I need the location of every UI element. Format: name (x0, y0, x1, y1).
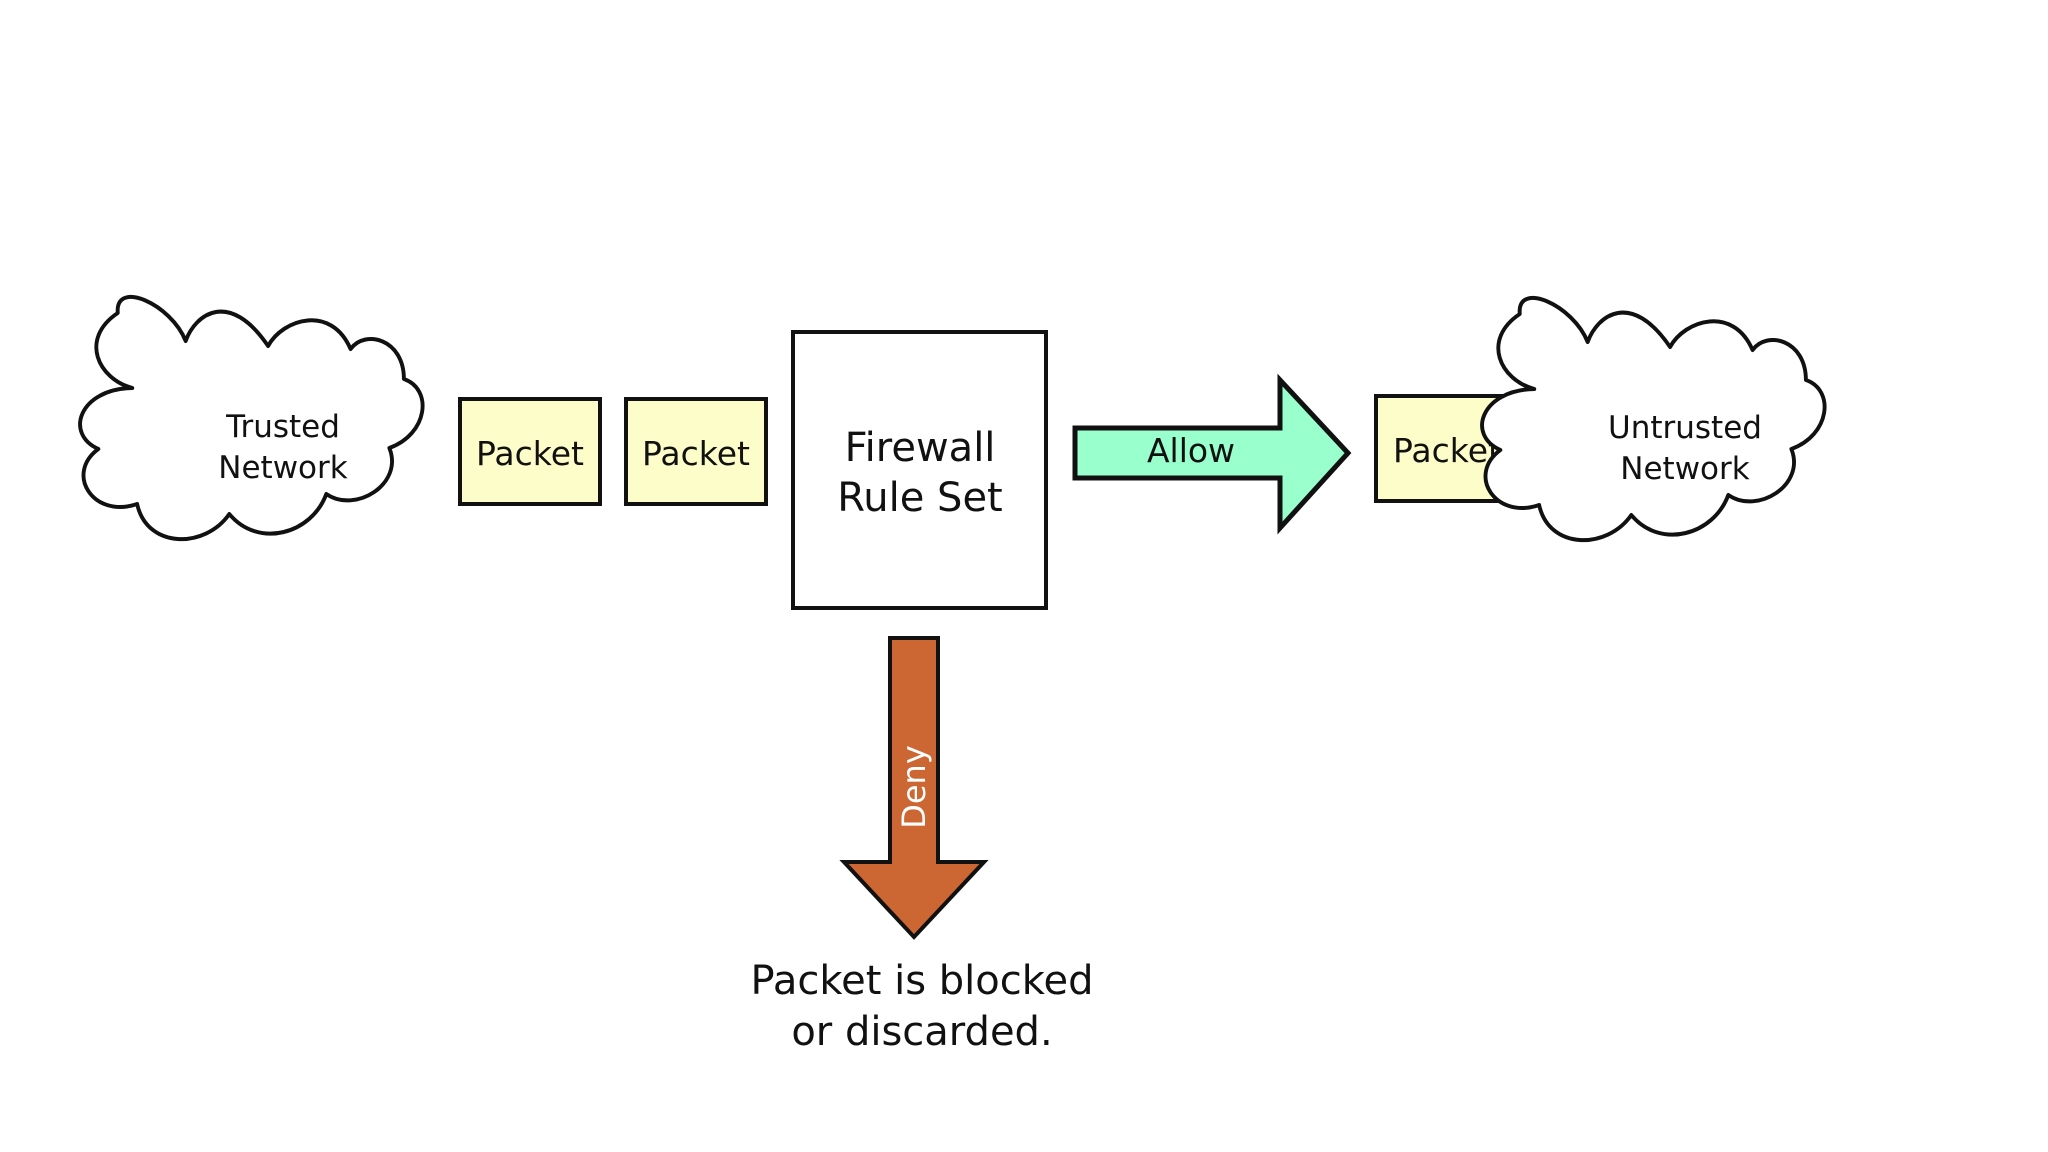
inbound-packet-1-label: Packet (476, 434, 584, 473)
inbound-packet-1: Packet (458, 397, 602, 506)
outcome-label-line2: or discarded. (791, 1009, 1052, 1055)
inbound-packet-2: Packet (624, 397, 768, 506)
deny-label: Deny (895, 745, 933, 829)
blocked-outcome: Packet is blocked or discarded. (751, 958, 1094, 1055)
inbound-packet-2-label: Packet (642, 434, 750, 473)
allow-arrow: Allow (1072, 373, 1352, 535)
allow-label: Allow (1147, 431, 1235, 470)
untrusted-network-label-line2: Network (1620, 451, 1749, 487)
firewall-rule-set: Firewall Rule Set (791, 330, 1048, 610)
cloud-icon (78, 294, 425, 542)
untrusted-network-label-line1: Untrusted (1608, 410, 1762, 446)
deny-arrow: Deny (839, 636, 989, 940)
trusted-network-label-line2: Network (218, 450, 347, 486)
trusted-network-cloud: Trusted Network (78, 294, 425, 542)
down-arrow-icon (839, 636, 989, 940)
right-arrow-icon (1072, 373, 1352, 535)
cloud-icon (1480, 295, 1827, 543)
firewall-label-line2: Rule Set (837, 475, 1002, 521)
outcome-label-line1: Packet is blocked (751, 958, 1094, 1004)
outbound-packet-label: Packet (1393, 431, 1501, 470)
trusted-network-label-line1: Trusted (225, 409, 340, 445)
firewall-label-line1: Firewall (845, 425, 996, 471)
untrusted-network-cloud: Untrusted Network (1480, 295, 1827, 543)
